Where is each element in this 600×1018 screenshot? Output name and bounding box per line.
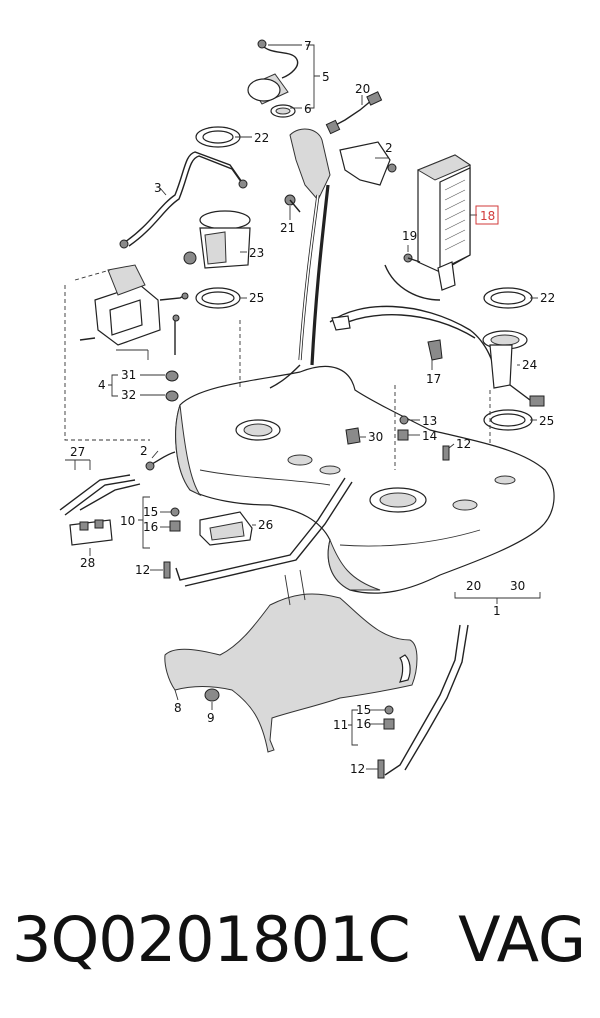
fuel-line-3 (119, 151, 248, 249)
part-number: 3Q0201801C (12, 903, 411, 976)
label-31: 31 (121, 368, 136, 382)
cables-27 (59, 474, 141, 516)
label-12-right: 12 (456, 437, 471, 451)
nut-16-left (169, 520, 181, 532)
label-2-top: 2 (385, 141, 393, 155)
filler-cap-assembly (247, 39, 299, 118)
bolt-12-left (163, 561, 171, 579)
ring-22-right (483, 287, 533, 309)
label-30-tank: 30 (368, 430, 383, 444)
bracket-28 (69, 519, 113, 546)
leader-lines (64, 44, 541, 770)
charcoal-canister-18 (416, 154, 472, 291)
label-25-right: 25 (539, 414, 554, 428)
label-16-left: 16 (143, 520, 158, 534)
bolt-13 (399, 415, 409, 425)
label-18-highlight-box (475, 205, 499, 225)
fuel-tank-1 (175, 364, 555, 594)
label-18: 18 (480, 209, 495, 223)
sender-unit-24 (482, 330, 545, 407)
label-22-left: 22 (254, 131, 269, 145)
label-4: 4 (98, 378, 106, 392)
label-15-left: 15 (143, 505, 158, 519)
cover-26 (199, 511, 253, 546)
label-21: 21 (280, 221, 295, 235)
tank-strap-right (384, 624, 469, 776)
bolt-15-right (384, 705, 394, 715)
module-bracket-4 (79, 264, 189, 355)
label-26: 26 (258, 518, 273, 532)
label-10: 10 (120, 514, 135, 528)
label-5: 5 (322, 70, 330, 84)
brand-name: VAG (458, 903, 586, 976)
bolt-12-right (442, 445, 450, 461)
label-17: 17 (426, 372, 441, 386)
label-24: 24 (522, 358, 537, 372)
sensor-cable-20 (325, 91, 383, 135)
filler-neck-pipe (289, 128, 391, 366)
label-11: 11 (333, 718, 348, 732)
bolt-2-top (387, 163, 397, 173)
grommet-30 (345, 427, 361, 445)
bolt-21 (284, 194, 301, 213)
label-27: 27 (70, 445, 85, 459)
grommet-32 (165, 390, 179, 402)
ring-25-right (483, 409, 533, 431)
label-14: 14 (422, 429, 437, 443)
label-16-right: 16 (356, 717, 371, 731)
fuel-system-exploded-diagram: 7 5 6 20 22 2 3 18 21 19 23 25 22 24 17 … (59, 39, 555, 779)
clip-17 (427, 339, 443, 361)
label-19: 19 (402, 229, 417, 243)
label-20-bottom: 20 (466, 579, 481, 593)
bolt-12-bottom (377, 759, 385, 779)
vent-line (329, 264, 499, 381)
heat-shield-8 (164, 569, 418, 753)
ring-25-left (195, 287, 241, 309)
label-3: 3 (154, 181, 162, 195)
label-8: 8 (174, 701, 182, 715)
label-23: 23 (249, 246, 264, 260)
label-12-bottom: 12 (350, 762, 365, 776)
callout-labels: 7 5 6 20 22 2 3 18 21 19 23 25 22 24 17 … (70, 39, 555, 776)
fuel-pump-23 (183, 210, 251, 269)
grommet-9 (204, 688, 220, 702)
label-2-mid: 2 (140, 444, 148, 458)
label-32: 32 (121, 388, 136, 402)
label-12-left: 12 (135, 563, 150, 577)
label-22-right: 22 (540, 291, 555, 305)
bolt-15-left (170, 507, 180, 517)
nut-14 (397, 429, 409, 441)
grommet-31 (165, 370, 179, 382)
tank-strap (175, 477, 353, 587)
label-7: 7 (304, 39, 312, 53)
label-13: 13 (422, 414, 437, 428)
label-28: 28 (80, 556, 95, 570)
label-6: 6 (304, 102, 312, 116)
label-1: 1 (493, 604, 501, 618)
label-25-left: 25 (249, 291, 264, 305)
ring-22-left (195, 126, 241, 148)
line-2-mid (145, 451, 176, 471)
label-15-right: 15 (356, 703, 371, 717)
bolt-19 (403, 253, 421, 263)
nut-16-right (383, 718, 395, 730)
label-30-bottom: 30 (510, 579, 525, 593)
footer: 3Q0201801C VAG (0, 890, 600, 990)
label-9: 9 (207, 711, 215, 725)
label-20-top: 20 (355, 82, 370, 96)
